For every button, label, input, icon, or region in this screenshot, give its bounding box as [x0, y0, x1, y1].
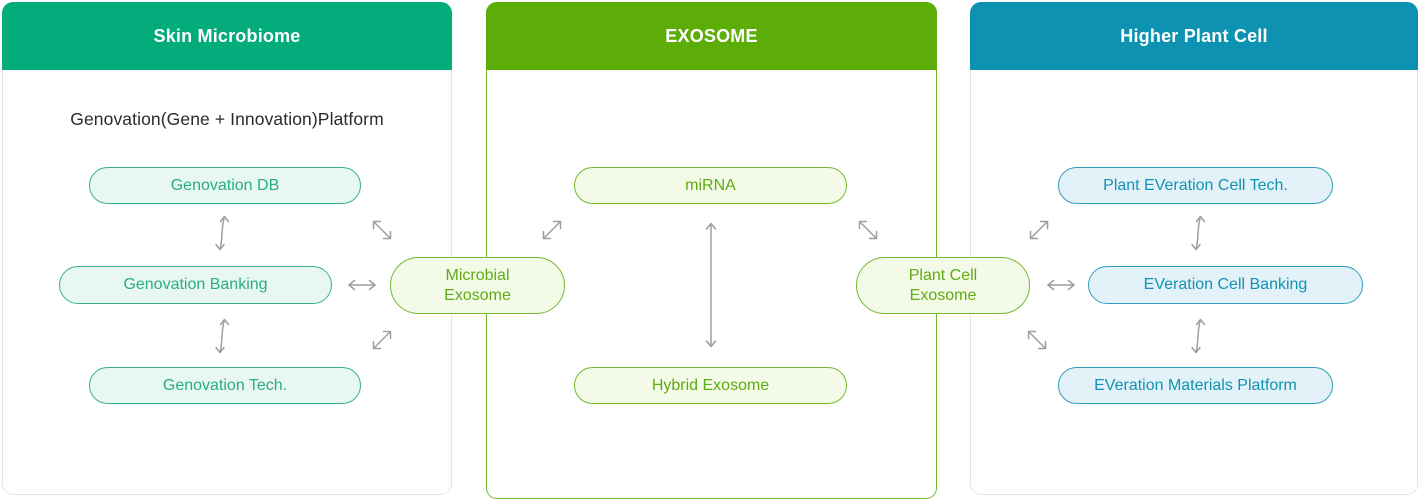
node-everation-materials-platform: EVeration Materials Platform: [1058, 367, 1333, 404]
node-plant-cell-exosome: Plant Cell Exosome: [856, 257, 1030, 314]
node-genovation-tech: Genovation Tech.: [89, 367, 361, 404]
panel-header-exosome: EXOSOME: [486, 2, 937, 70]
arrow-mirna-plantcell-icon: [858, 220, 878, 240]
panel-header-skin-microbiome: Skin Microbiome: [2, 2, 452, 70]
node-microbial-exosome: Microbial Exosome: [390, 257, 565, 314]
node-everation-cell-banking: EVeration Cell Banking: [1088, 266, 1363, 304]
arrow-microbial-mirna-icon: [542, 220, 562, 240]
node-microbial-exosome-line1: Microbial: [445, 266, 510, 284]
arrow-plantcell-everation-materials-icon: [1027, 330, 1047, 350]
node-plant-everation-cell-tech: Plant EVeration Cell Tech.: [1058, 167, 1333, 204]
node-genovation-banking: Genovation Banking: [59, 266, 332, 304]
node-plant-cell-exosome-line2: Exosome: [909, 286, 977, 304]
arrow-banking-tech-icon: [215, 318, 230, 354]
node-microbial-exosome-line2: Exosome: [444, 286, 511, 304]
platform-title: Genovation(Gene + Innovation)Platform: [70, 109, 384, 129]
node-plant-cell-exosome-line1: Plant Cell: [908, 266, 978, 284]
arrow-mirna-hybrid-icon: [705, 222, 717, 348]
arrow-db-microbial-icon: [372, 220, 392, 240]
panel-header-higher-plant-cell: Higher Plant Cell: [970, 2, 1418, 70]
panel-higher-plant-cell: Higher Plant Cell: [970, 2, 1418, 495]
arrow-plantcell-everation-banking-icon: [1047, 279, 1075, 291]
arrow-everation-tech-banking-icon: [1191, 215, 1206, 251]
panel-skin-microbiome: Skin Microbiome Genovation(Gene + Innova…: [2, 2, 452, 495]
node-genovation-db: Genovation DB: [89, 167, 361, 204]
node-hybrid-exosome: Hybrid Exosome: [574, 367, 847, 404]
arrow-everation-banking-materials-icon: [1191, 318, 1206, 354]
arrow-plantcell-everation-tech-icon: [1029, 220, 1049, 240]
arrow-tech-microbial-icon: [372, 330, 392, 350]
arrow-banking-microbial-icon: [348, 279, 376, 291]
node-mirna: miRNA: [574, 167, 847, 204]
arrow-db-banking-icon: [215, 215, 230, 251]
